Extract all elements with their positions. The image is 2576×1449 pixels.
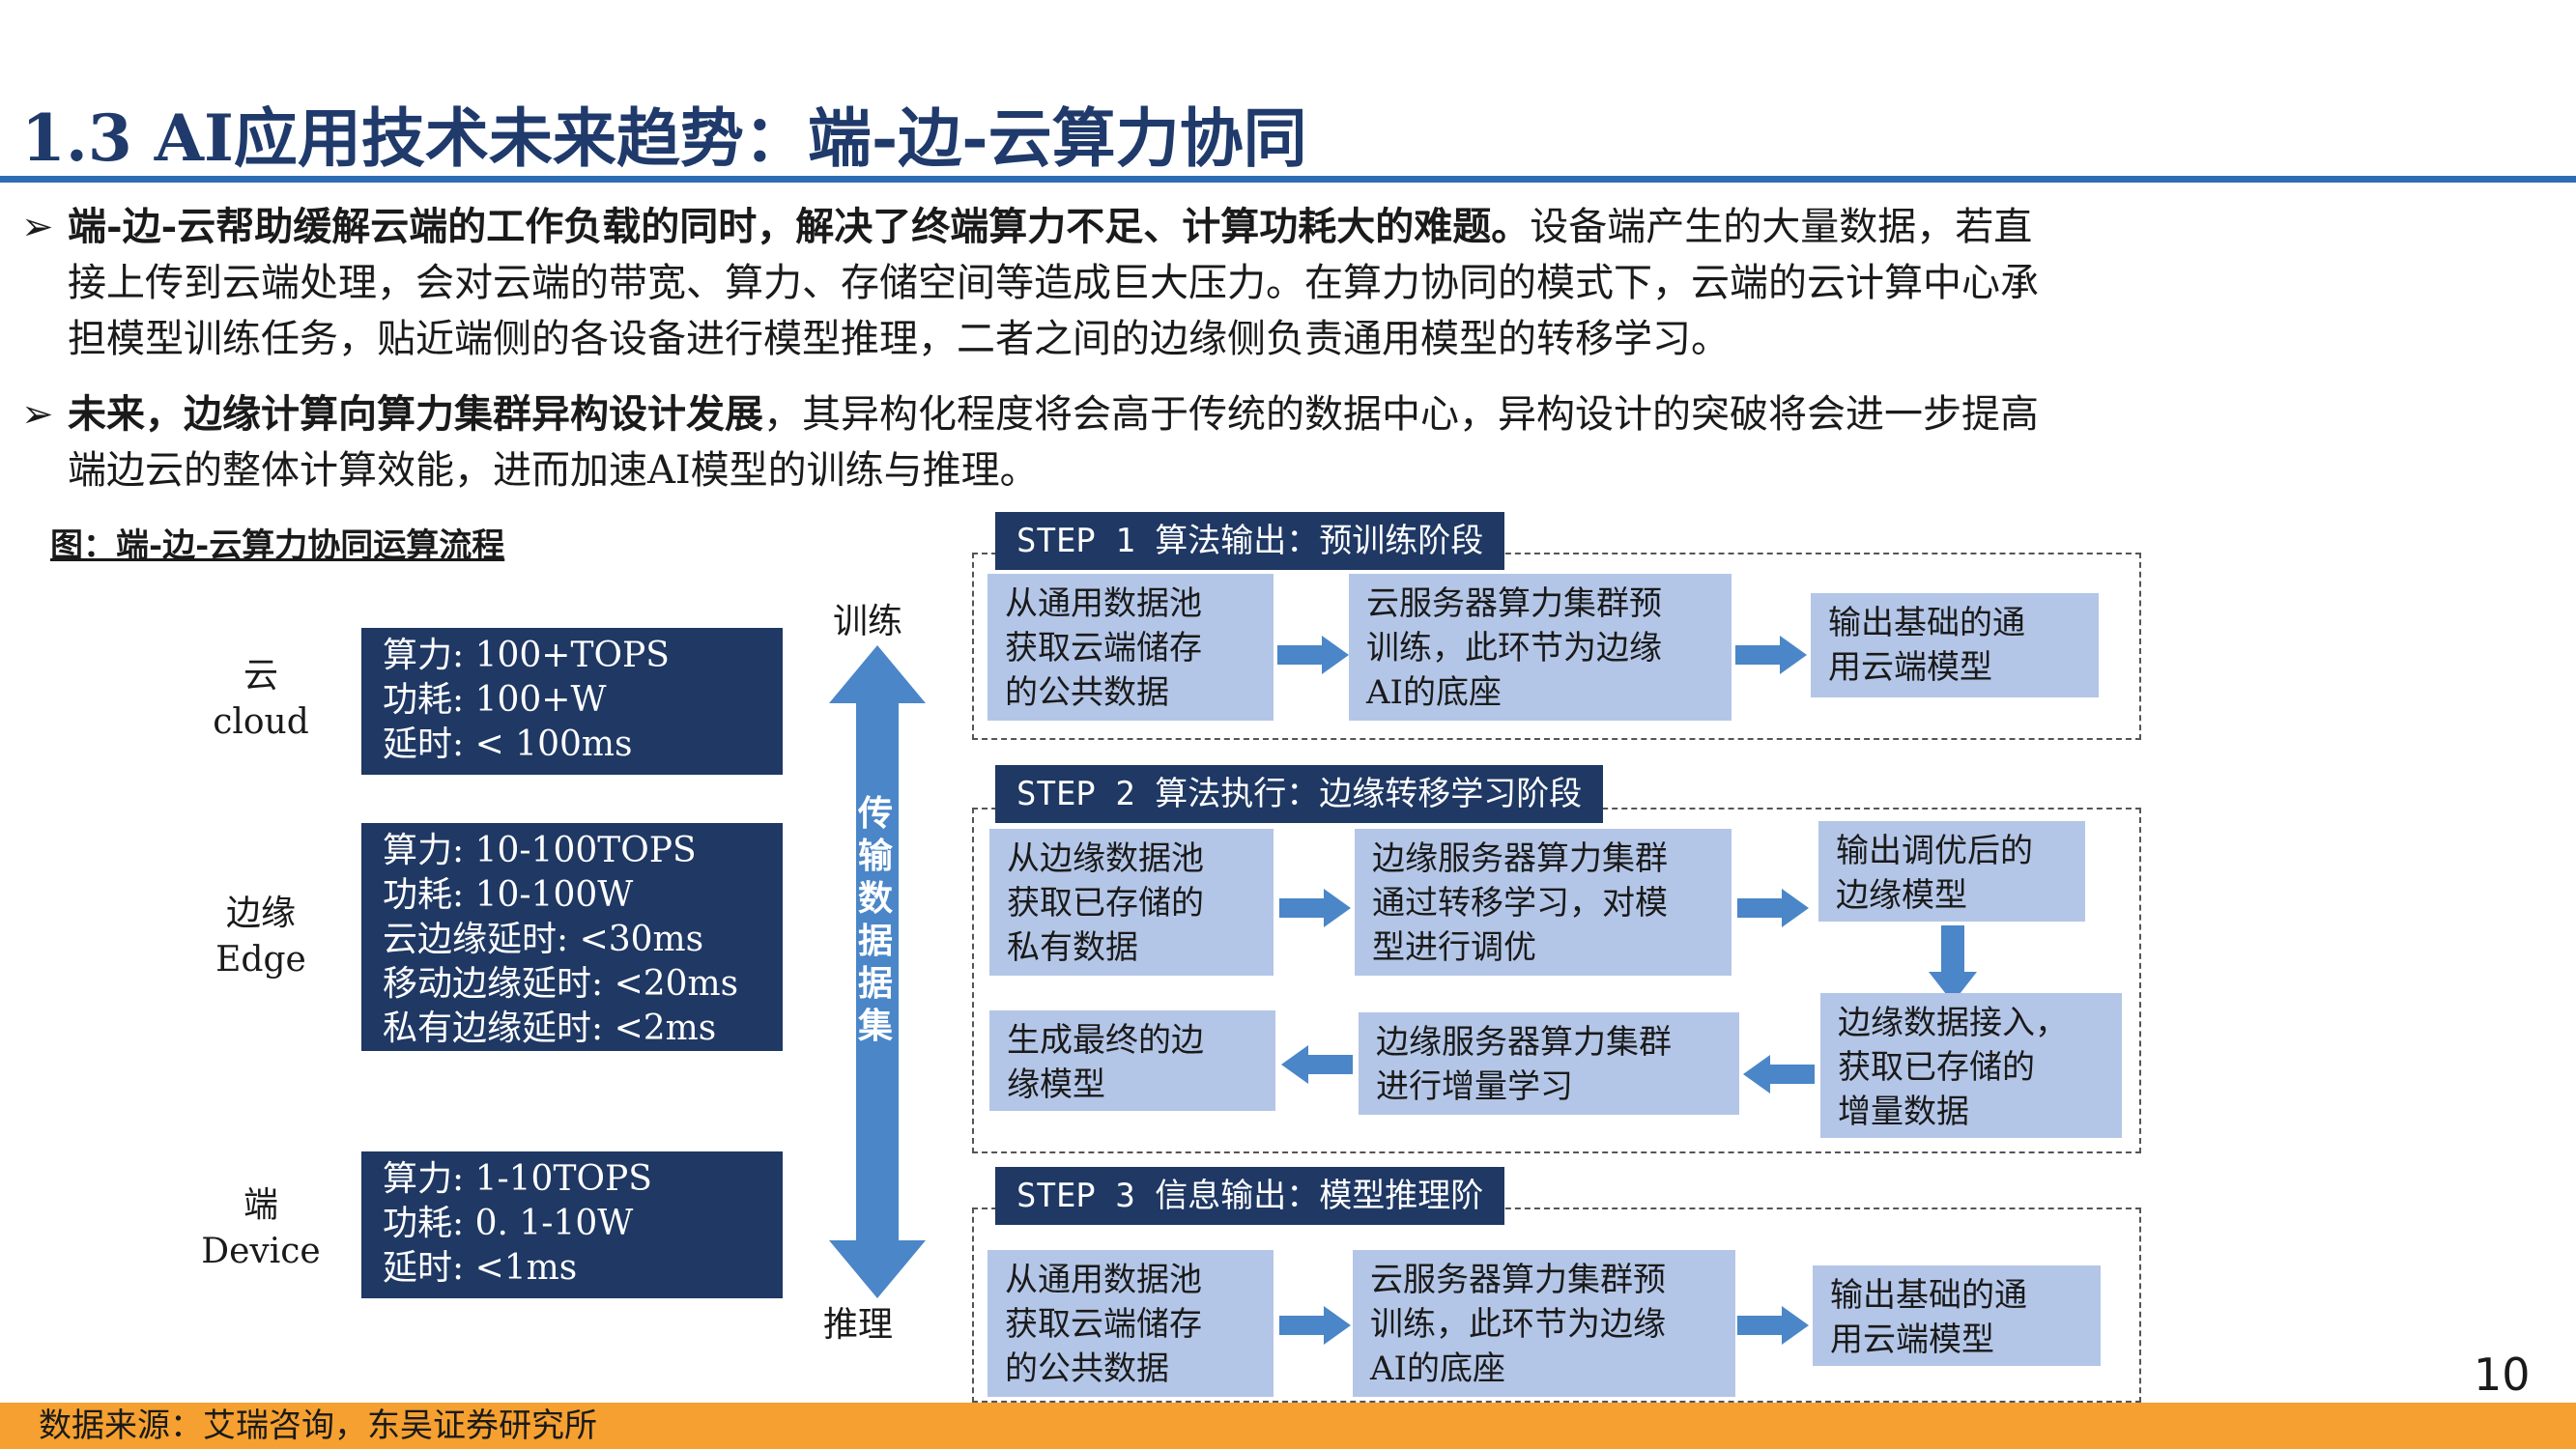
bullet-2-line-2: 端边云的整体计算效能，进而加速AI模型的训练与推理。 bbox=[68, 448, 1039, 493]
spec-box-device: 算力: 1-10TOPS 功耗: 0. 1-10W 延时: <1ms bbox=[361, 1151, 783, 1298]
page-number: 10 bbox=[2474, 1349, 2531, 1401]
arrow-label-transfer: 传输 数据 据 集 bbox=[857, 793, 893, 1046]
double-arrow-icon bbox=[829, 645, 926, 1298]
step-3-header: STEP 3 信息输出：模型推理阶 bbox=[995, 1167, 1505, 1225]
bullet-2: ➢ 未来，边缘计算向算力集群异构设计发展，其异构化程度将会高于传统的数据中心，异… bbox=[21, 386, 2553, 498]
spec-box-edge: 算力: 10-100TOPS 功耗: 10-100W 云边缘延时: <30ms … bbox=[361, 823, 783, 1051]
step-2-box-5: 边缘服务器算力集群进行增量学习 bbox=[1359, 1012, 1739, 1115]
right-arrow-icon bbox=[1279, 1306, 1351, 1345]
left-arrow-icon bbox=[1743, 1055, 1815, 1094]
step-2-box-1: 从边缘数据池获取已存储的私有数据 bbox=[989, 829, 1274, 976]
footer-source: 数据来源：艾瑞咨询，东吴证券研究所 bbox=[39, 1406, 597, 1445]
right-arrow-icon bbox=[1279, 889, 1351, 927]
right-arrow-icon bbox=[1735, 636, 1807, 674]
arrow-label-train: 训练 bbox=[833, 602, 903, 641]
step-1-box-1: 从通用数据池获取云端储存的公共数据 bbox=[987, 574, 1274, 721]
step-1-frame bbox=[972, 553, 2141, 740]
figure-caption: 图：端-边-云算力协同运算流程 bbox=[50, 526, 505, 565]
step-2-box-4: 边缘数据接入，获取已存储的增量数据 bbox=[1820, 993, 2122, 1138]
tier-label-edge: 边缘 Edge bbox=[215, 894, 306, 980]
step-3-box-1: 从通用数据池获取云端储存的公共数据 bbox=[987, 1250, 1274, 1397]
step-2-header: STEP 2 算法执行：边缘转移学习阶段 bbox=[995, 765, 1604, 823]
bullet-2-line-1: ，其异构化程度将会高于传统的数据中心，异构设计的突破将会进一步提高 bbox=[763, 392, 2039, 437]
tier-label-device: 端 Device bbox=[201, 1185, 321, 1271]
step-2-box-6: 生成最终的边缘模型 bbox=[989, 1010, 1275, 1111]
step-1-header: STEP 1 算法输出：预训练阶段 bbox=[995, 512, 1505, 570]
step-3-frame bbox=[972, 1208, 2141, 1403]
bullet-arrow-icon: ➢ bbox=[21, 205, 54, 249]
right-arrow-icon bbox=[1277, 636, 1349, 674]
step-3-box-3: 输出基础的通用云端模型 bbox=[1813, 1265, 2101, 1366]
footer-bar bbox=[0, 1403, 2576, 1449]
tier-label-cloud: 云 cloud bbox=[213, 656, 309, 742]
bullet-arrow-icon: ➢ bbox=[21, 392, 54, 437]
spec-box-cloud: 算力: 100+TOPS 功耗: 100+W 延时: < 100ms bbox=[361, 628, 783, 775]
title-divider bbox=[0, 176, 2576, 183]
bullet-1: ➢ 端-边-云帮助缓解云端的工作负载的同时，解决了终端算力不足、计算功耗大的难题… bbox=[21, 199, 2553, 367]
page-title: 1.3 AI应用技术未来趋势：端-边-云算力协同 bbox=[21, 100, 1307, 176]
right-arrow-icon bbox=[1737, 1306, 1809, 1345]
bullet-1-line-3: 担模型训练任务，贴近端侧的各设备进行模型推理，二者之间的边缘侧负责通用模型的转移… bbox=[68, 317, 1730, 361]
bullet-1-bold: 端-边-云帮助缓解云端的工作负载的同时，解决了终端算力不足、计算功耗大的难题。 bbox=[68, 204, 1531, 249]
arrow-label-infer: 推理 bbox=[823, 1305, 894, 1345]
step-1-box-3: 输出基础的通用云端模型 bbox=[1811, 593, 2099, 697]
step-2-box-2: 边缘服务器算力集群通过转移学习，对模型进行调优 bbox=[1355, 829, 1732, 976]
bullet-1-line-1: 设备端产生的大量数据，若直 bbox=[1530, 205, 2033, 249]
right-arrow-icon bbox=[1737, 889, 1809, 927]
bullet-1-line-2: 接上传到云端处理，会对云端的带宽、算力、存储空间等造成巨大压力。在算力协同的模式… bbox=[68, 261, 2039, 305]
left-arrow-icon bbox=[1281, 1045, 1353, 1084]
step-2-box-3: 输出调优后的边缘模型 bbox=[1818, 821, 2085, 922]
down-arrow-icon bbox=[1929, 925, 1977, 1003]
bullet-2-bold: 未来，边缘计算向算力集群异构设计发展 bbox=[68, 391, 763, 437]
